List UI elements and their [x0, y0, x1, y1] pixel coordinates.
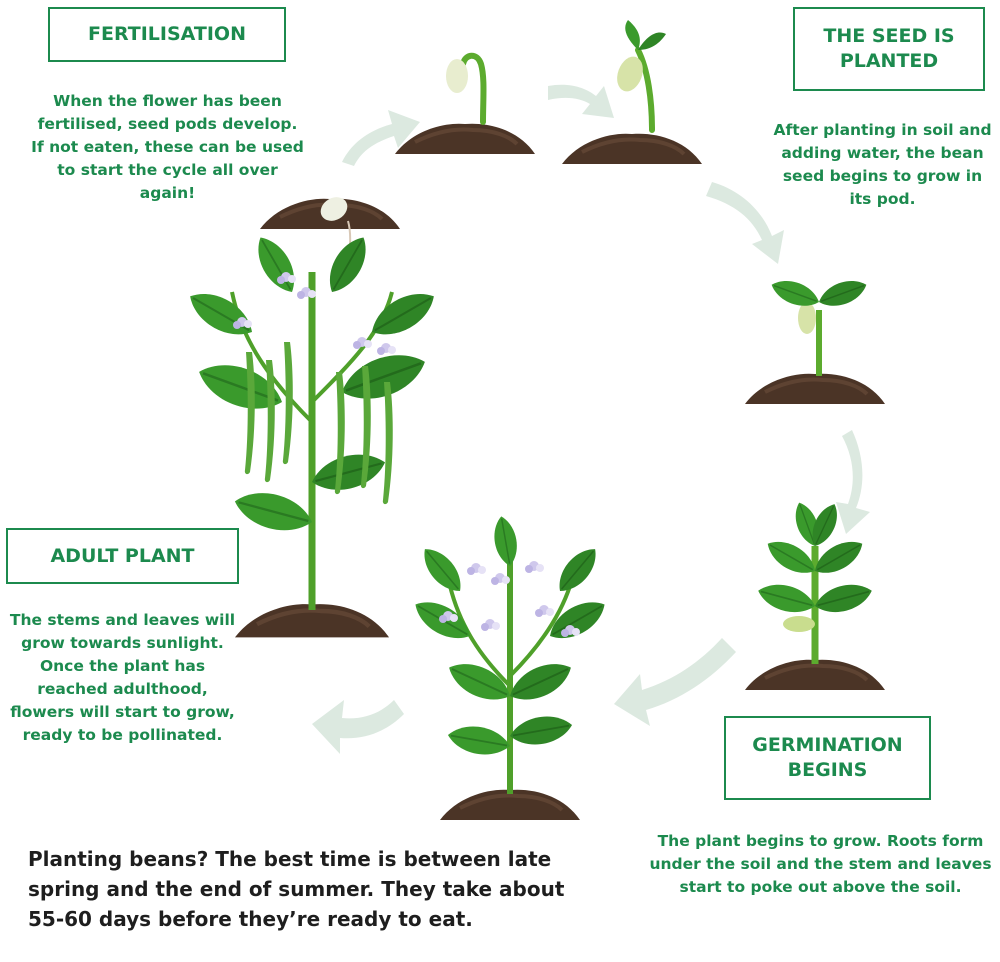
fertilisation-title: FERTILISATION — [48, 7, 286, 62]
germination-description: The plant begins to grow. Roots form und… — [649, 832, 992, 896]
germination-title: GERMINATION BEGINS — [724, 716, 931, 800]
fertilisation-description: When the flower has been fertilised, see… — [31, 92, 304, 202]
sprout-hooked — [393, 52, 537, 156]
seedling — [743, 273, 887, 406]
planting-tip-text: Planting beans? The best time is between… — [28, 847, 565, 931]
sprout-with-leaves — [560, 20, 704, 166]
adult-plant-title: ADULT PLANT — [6, 528, 239, 584]
arrow-seed-to-sprout — [342, 110, 420, 166]
arrow-shoot-to-seedling — [706, 182, 784, 264]
arrow-flowering-to-adult — [312, 700, 404, 754]
cycle-arrows — [312, 84, 870, 754]
arrow-sprout-to-shoot — [548, 84, 614, 118]
seed-planted-description: After planting in soil and adding water,… — [773, 121, 992, 208]
young-plant — [743, 498, 887, 692]
arrow-seedling-to-young — [836, 430, 870, 534]
flowering-plant — [407, 513, 613, 822]
seed-planted-title: THE SEED IS PLANTED — [793, 7, 985, 91]
adult-plant-description: The stems and leaves will grow towards s… — [9, 611, 236, 744]
arrow-young-to-flowering — [614, 638, 736, 726]
adult-plant-with-pods — [181, 229, 443, 638]
